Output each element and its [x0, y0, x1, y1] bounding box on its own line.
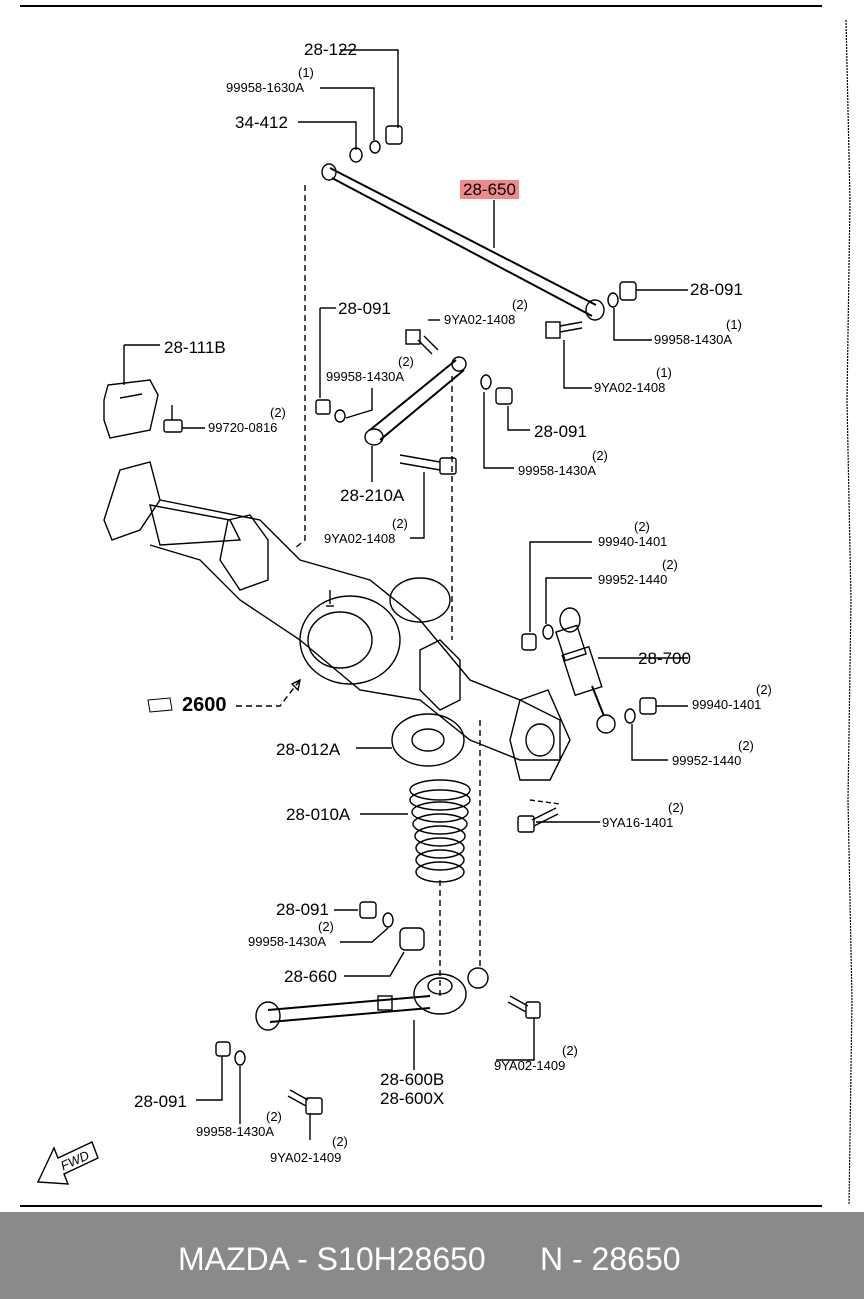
- label-99958-1430a: 99958-1430A: [196, 1124, 275, 1139]
- label-28-660: 28-660: [284, 967, 337, 986]
- label-99958-1430a: 99958-1430A: [248, 934, 327, 949]
- label-28-111b: 28-111B: [164, 338, 226, 357]
- qty-label: (2): [266, 1109, 282, 1124]
- qty-label: (2): [398, 354, 414, 369]
- label-28-210a: 28-210A: [340, 486, 405, 505]
- label-28-091: 28-091: [338, 299, 391, 318]
- parts-diagram: 28-122 (1) 99958-1630A 34-412 28-650 28-…: [20, 5, 853, 1207]
- label-99952-1440: 99952-1440: [598, 572, 668, 587]
- part-number: MAZDA - S10H28650: [178, 1241, 486, 1277]
- qty-label: (2): [392, 516, 408, 531]
- label-28-600x: 28-600X: [380, 1089, 445, 1108]
- qty-label: (2): [668, 800, 684, 815]
- label-9ya02-1408: 9YA02-1408: [444, 312, 516, 327]
- label-2600: 2600: [182, 694, 227, 716]
- footer-bar: MAZDA - S10H28650 N - 28650: [0, 1212, 864, 1299]
- label-28-650-highlighted: 28-650: [460, 180, 519, 199]
- label-9ya02-1408: 9YA02-1408: [324, 531, 396, 546]
- label-34-412: 34-412: [235, 113, 288, 132]
- label-9ya02-1409: 9YA02-1409: [270, 1150, 342, 1165]
- label-99958-1430a: 99958-1430A: [518, 463, 597, 478]
- label-9ya02-1409: 9YA02-1409: [494, 1058, 566, 1073]
- label-28-012a: 28-012A: [276, 740, 341, 759]
- label-28-600b: 28-600B: [380, 1070, 445, 1089]
- qty-label: (2): [512, 297, 528, 312]
- label-99958-1630a: 99958-1630A: [226, 80, 305, 95]
- label-99940-1401: 99940-1401: [692, 697, 762, 712]
- qty-label: (2): [634, 519, 650, 534]
- qty-label: (1): [298, 65, 314, 80]
- qty-label: (2): [318, 919, 334, 934]
- qty-label: (2): [562, 1043, 578, 1058]
- qty-label: (1): [656, 365, 672, 380]
- label-99952-1440: 99952-1440: [672, 753, 742, 768]
- label-9ya02-1408: 9YA02-1408: [594, 380, 666, 395]
- label-28-010a: 28-010A: [286, 805, 351, 824]
- label-99958-1430a: 99958-1430A: [654, 332, 733, 347]
- label-99958-1430a: 99958-1430A: [326, 369, 405, 384]
- exploded-view-drawing: [20, 5, 853, 1207]
- label-28-122: 28-122: [304, 40, 357, 59]
- qty-label: (2): [592, 448, 608, 463]
- reference-number: N - 28650: [540, 1241, 681, 1277]
- qty-label: (2): [332, 1134, 348, 1149]
- label-99940-1401: 99940-1401: [598, 534, 668, 549]
- qty-label: (2): [756, 682, 772, 697]
- qty-label: (2): [738, 738, 754, 753]
- label-28-091: 28-091: [134, 1092, 187, 1111]
- label-28-091: 28-091: [276, 900, 329, 919]
- label-9ya16-1401: 9YA16-1401: [602, 815, 674, 830]
- qty-label: (2): [662, 557, 678, 572]
- label-99720-0816: 99720-0816: [208, 420, 278, 435]
- label-28-091: 28-091: [534, 422, 587, 441]
- label-28-091: 28-091: [690, 280, 743, 299]
- qty-label: (1): [726, 317, 742, 332]
- qty-label: (2): [270, 405, 286, 420]
- label-28-700: 28-700: [638, 649, 691, 668]
